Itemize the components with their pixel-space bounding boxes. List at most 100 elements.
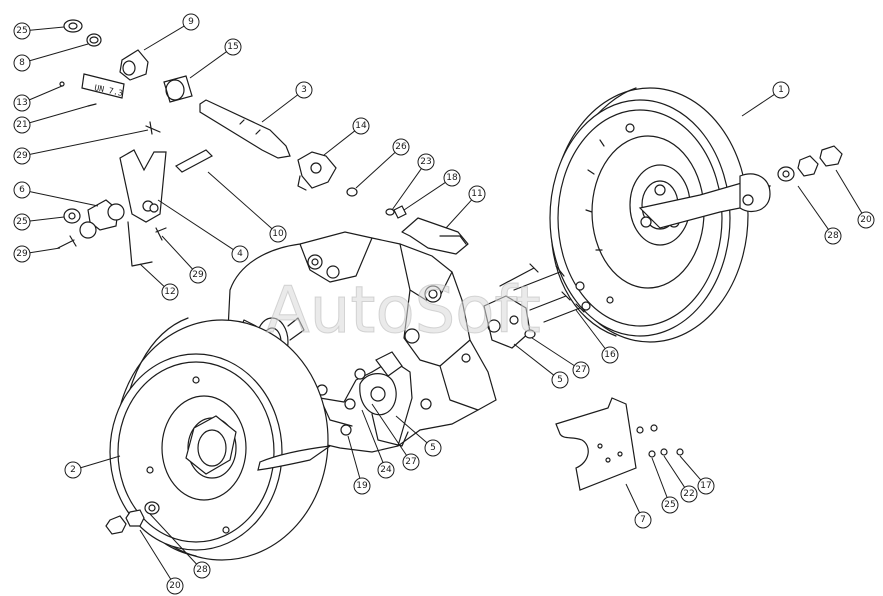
- callout-4: 4: [157, 199, 249, 263]
- leader-line: [651, 457, 668, 498]
- callout-number: 24: [380, 465, 392, 475]
- callout-circle: [824, 227, 842, 245]
- leader-line: [29, 26, 65, 31]
- callout-circle: [417, 153, 435, 171]
- callout-circle: [13, 245, 31, 263]
- callout-circle: [661, 496, 679, 514]
- leader-line: [531, 337, 575, 367]
- callout-28-bottom: 28: [149, 513, 211, 579]
- callout-circle: [697, 477, 715, 495]
- callout-circle: [402, 453, 420, 471]
- callout-5-right: 5: [513, 343, 569, 389]
- callout-number: 25: [664, 500, 675, 510]
- callout-circle: [13, 213, 31, 231]
- leader-line: [445, 199, 472, 229]
- leader-line: [625, 483, 641, 513]
- callout-circle: [269, 225, 287, 243]
- callout-circle: [13, 147, 31, 165]
- right-parts: [105, 145, 843, 535]
- leader-line: [395, 415, 428, 444]
- callout-number: 28: [196, 565, 208, 575]
- leader-line: [835, 169, 863, 214]
- callout-circle: [572, 361, 590, 379]
- leader-line: [29, 247, 61, 254]
- callout-28-right: 28: [797, 185, 842, 245]
- leader-line: [139, 263, 165, 287]
- callout-6: 6: [13, 181, 99, 207]
- callout-number: 5: [430, 443, 436, 453]
- callout-23: 23: [391, 153, 435, 211]
- callout-number: 5: [557, 375, 563, 385]
- leader-line: [29, 85, 63, 101]
- callout-circle: [601, 346, 619, 364]
- callout-number: 28: [827, 231, 839, 241]
- callout-5-mid: 5: [395, 415, 442, 457]
- callout-13: 13: [13, 85, 63, 112]
- callout-number: 25: [16, 217, 27, 227]
- callout-29-left: 29: [13, 245, 61, 263]
- callout-2: 2: [64, 455, 121, 479]
- callout-number: 26: [395, 142, 407, 152]
- leader-line: [149, 513, 197, 565]
- callout-16: 16: [575, 309, 619, 364]
- leader-line: [575, 309, 606, 349]
- leader-line: [207, 171, 273, 230]
- callout-circle: [193, 561, 211, 579]
- leader-line: [371, 403, 407, 456]
- callout-circle: [224, 38, 242, 56]
- callout-circle: [443, 169, 461, 187]
- callout-circle: [13, 94, 31, 112]
- callout-number: 12: [164, 287, 175, 297]
- callout-25-left: 25: [13, 213, 65, 231]
- callout-29-top: 29: [13, 129, 149, 165]
- leader-line: [347, 435, 361, 479]
- callout-number: 15: [227, 42, 238, 52]
- callout-number: 25: [16, 26, 27, 36]
- leader-line: [189, 51, 227, 79]
- callout-19: 19: [347, 435, 371, 495]
- callout-number: 20: [169, 581, 181, 591]
- leader-line: [513, 343, 555, 376]
- callout-number: 29: [16, 151, 28, 161]
- callout-number: 11: [471, 189, 482, 199]
- leader-line: [361, 409, 384, 463]
- callout-number: 23: [420, 157, 431, 167]
- callout-circle: [295, 81, 313, 99]
- callout-20-right: 20: [835, 169, 875, 229]
- leader-line: [403, 182, 446, 211]
- callout-circle: [772, 81, 790, 99]
- callout-number: 16: [604, 350, 616, 360]
- callout-number: 9: [188, 17, 194, 27]
- callout-circle: [377, 461, 395, 479]
- callout-number: 20: [860, 215, 872, 225]
- callout-number: 27: [405, 457, 416, 467]
- callout-number: 10: [272, 229, 284, 239]
- leader-line: [663, 455, 686, 488]
- leader-line: [679, 455, 702, 481]
- callout-circle: [13, 181, 31, 199]
- callout-circle: [857, 211, 875, 229]
- callout-circle: [13, 22, 31, 40]
- callout-circle: [13, 54, 31, 72]
- leader-line: [29, 216, 65, 222]
- callout-number: 17: [700, 481, 711, 491]
- callout-number: 14: [355, 121, 367, 131]
- callout-number: 19: [356, 481, 368, 491]
- callout-circle: [352, 117, 370, 135]
- leader-line: [323, 130, 356, 156]
- callout-circle: [182, 13, 200, 31]
- callout-7: 7: [625, 483, 652, 529]
- callout-number: 6: [19, 185, 25, 195]
- leader-line: [29, 105, 89, 124]
- callout-circle: [13, 116, 31, 134]
- callout-1: 1: [741, 81, 790, 117]
- leader-line: [261, 94, 298, 123]
- callout-14: 14: [323, 117, 370, 156]
- callout-number: 8: [19, 58, 25, 68]
- callout-circle: [353, 477, 371, 495]
- callout-number: 7: [640, 515, 646, 525]
- callout-21: 21: [13, 105, 89, 134]
- callout-17: 17: [679, 455, 715, 495]
- leader-line: [157, 199, 234, 251]
